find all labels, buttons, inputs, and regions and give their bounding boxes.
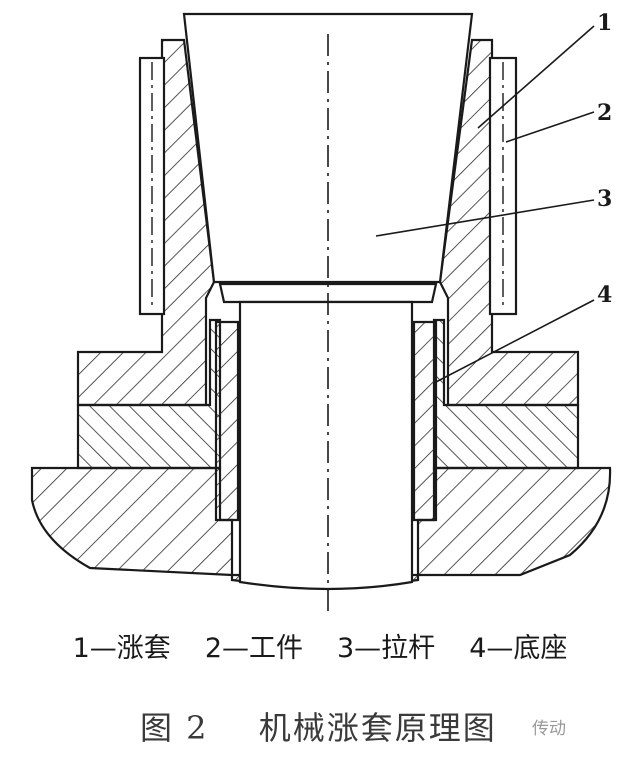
callout-2: 2 xyxy=(597,100,612,126)
legend-item-1: 1—涨套 xyxy=(72,633,171,664)
leader-line-2 xyxy=(505,111,595,143)
parts-legend: 1—涨套 2—工件 3—拉杆 4—底座 xyxy=(0,626,640,666)
legend-item-2: 2—工件 xyxy=(204,633,303,664)
figure-number: 图 2 xyxy=(140,709,209,747)
watermark-text: 传动 xyxy=(532,719,566,739)
callout-1: 1 xyxy=(597,10,612,36)
inner-sleeve-right xyxy=(412,320,438,522)
workpiece-left xyxy=(76,318,222,470)
leader-line-4 xyxy=(435,299,595,383)
inner-sleeve-left xyxy=(214,320,240,522)
callout-4: 4 xyxy=(597,282,612,308)
expansion-sleeve-left xyxy=(76,38,216,407)
draw-rod-shaft xyxy=(238,300,414,591)
leader-line-3 xyxy=(375,199,595,237)
legend-item-4: 4—底座 xyxy=(469,633,568,664)
figure-caption: 图 2 机械涨套原理图 xyxy=(140,703,520,747)
leader-line-1 xyxy=(477,25,595,129)
figure-title: 机械涨套原理图 xyxy=(258,709,497,747)
legend-item-3: 3—拉杆 xyxy=(337,633,436,664)
callout-3: 3 xyxy=(597,186,612,212)
